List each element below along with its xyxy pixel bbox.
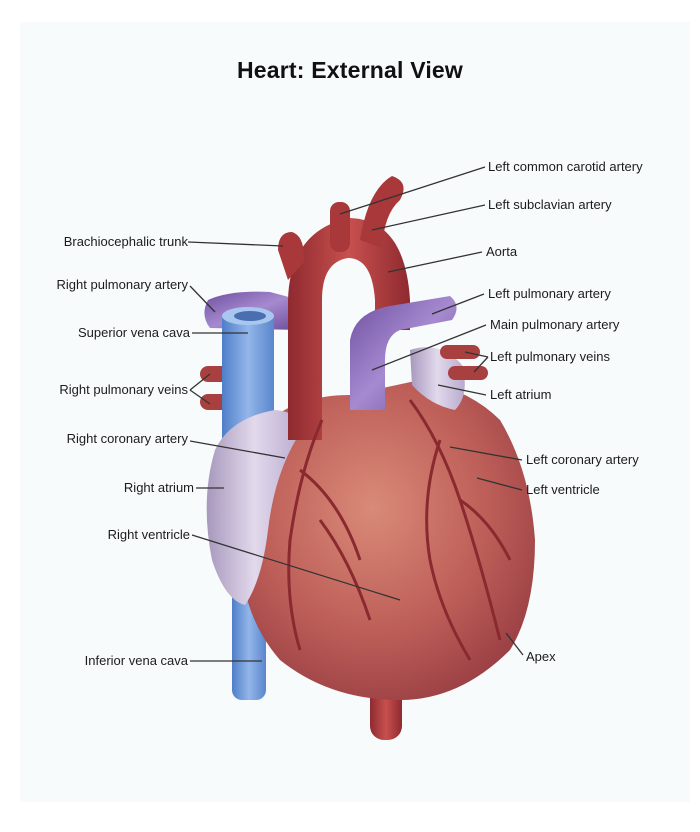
label-left-subclavian-artery: Left subclavian artery [488, 197, 612, 212]
diagram-title: Heart: External View [236, 57, 463, 83]
label-right-ventricle: Right ventricle [107, 527, 190, 542]
label-right-pulmonary-veins: Right pulmonary veins [59, 382, 188, 397]
label-left-ventricle: Left ventricle [526, 482, 600, 497]
label-left-atrium: Left atrium [490, 387, 552, 402]
label-apex: Apex [526, 649, 556, 664]
aorta-shape [278, 176, 410, 440]
pulmonary-artery-shape [350, 296, 457, 410]
label-left-coronary-artery: Left coronary artery [526, 452, 639, 467]
label-left-pulmonary-artery: Left pulmonary artery [488, 286, 611, 301]
coronary-vessels [287, 399, 512, 661]
label-main-pulmonary-artery: Main pulmonary artery [490, 317, 620, 332]
right-atrium-shape [206, 410, 302, 605]
label-right-atrium: Right atrium [123, 480, 194, 495]
heart-muscle [239, 380, 535, 700]
label-brachiocephalic-trunk: Brachiocephalic trunk [63, 234, 188, 249]
label-superior-vena-cava: Superior vena cava [77, 325, 190, 340]
label-inferior-vena-cava: Inferior vena cava [84, 653, 188, 668]
label-right-coronary-artery: Right coronary artery [66, 431, 188, 446]
label-left-pulmonary-veins: Left pulmonary veins [490, 349, 610, 364]
label-right-pulmonary-artery: Right pulmonary artery [56, 277, 189, 292]
leader-lines [187, 166, 524, 662]
label-aorta: Aorta [486, 244, 518, 259]
label-left-common-carotid-artery: Left common carotid artery [488, 159, 643, 174]
